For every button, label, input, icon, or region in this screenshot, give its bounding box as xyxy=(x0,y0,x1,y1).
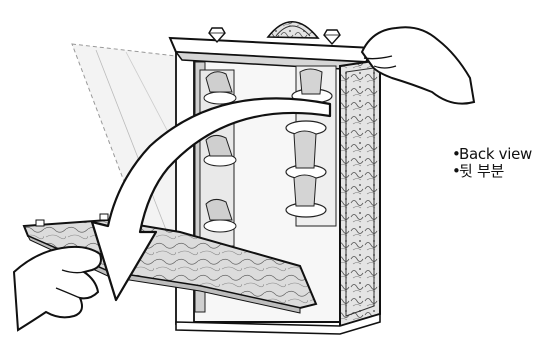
bullet-icon: • xyxy=(452,146,459,163)
gem-icon xyxy=(324,30,340,44)
back-view-label: Back view xyxy=(459,145,532,163)
back-view-label-korean: 뒷 부분 xyxy=(459,162,504,180)
hand-icon xyxy=(14,247,101,330)
legend-line-korean: •뒷 부분 xyxy=(452,163,532,180)
legend-line-english: •Back view xyxy=(452,146,532,163)
bullet-icon: • xyxy=(452,163,459,180)
view-legend: •Back view •뒷 부분 xyxy=(452,146,532,180)
